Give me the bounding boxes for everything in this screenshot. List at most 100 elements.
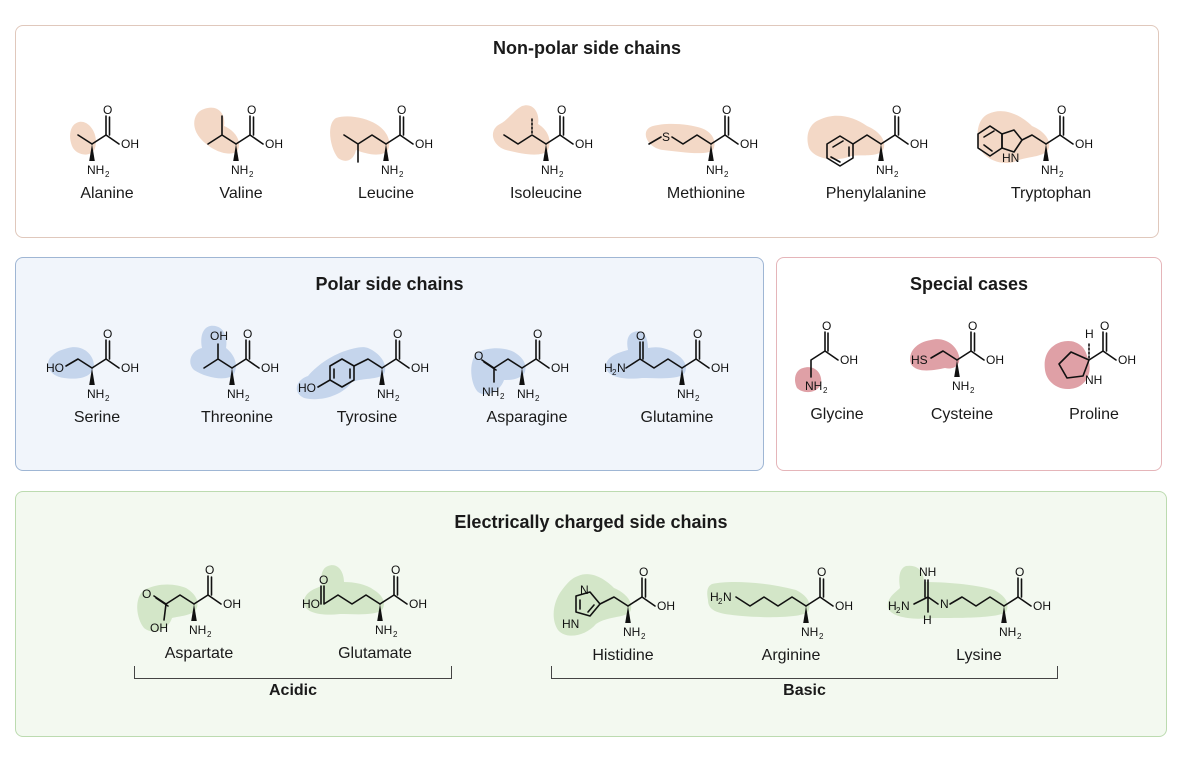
amino-acid-name: Proline	[1069, 406, 1119, 423]
svg-text:O: O	[391, 563, 400, 577]
proline-structure: H NH O OH	[1044, 319, 1136, 390]
svg-text:O: O	[205, 563, 214, 577]
svg-text:2: 2	[970, 386, 975, 395]
svg-text:NH: NH	[876, 163, 893, 177]
amino-acid-name: Arginine	[761, 647, 821, 664]
svg-text:2: 2	[896, 606, 901, 615]
svg-text:OH: OH	[415, 137, 433, 151]
svg-text:O: O	[103, 103, 112, 117]
svg-text:2: 2	[105, 170, 110, 179]
svg-text:O: O	[1015, 565, 1024, 579]
svg-text:O: O	[693, 327, 702, 341]
svg-text:NH: NH	[1085, 373, 1102, 387]
panel-title: Non-polar side chains	[492, 38, 682, 58]
svg-text:N: N	[723, 590, 732, 604]
svg-text:2: 2	[894, 170, 899, 179]
svg-text:OH: OH	[740, 137, 758, 151]
svg-text:HS: HS	[911, 353, 928, 367]
svg-text:O: O	[557, 103, 566, 117]
svg-text:2: 2	[245, 394, 250, 403]
svg-text:O: O	[247, 103, 256, 117]
svg-text:2: 2	[1017, 632, 1022, 641]
svg-text:NH: NH	[231, 163, 248, 177]
svg-text:NH: NH	[377, 387, 394, 401]
group-label: Basic	[783, 682, 826, 699]
side-chain-highlight	[807, 115, 885, 160]
svg-text:NH: NH	[952, 379, 969, 393]
svg-text:N: N	[580, 583, 589, 597]
svg-text:2: 2	[399, 170, 404, 179]
svg-text:2: 2	[823, 386, 828, 395]
svg-text:OH: OH	[657, 599, 675, 613]
svg-text:2: 2	[395, 394, 400, 403]
svg-text:NH: NH	[706, 163, 723, 177]
svg-text:OH: OH	[121, 361, 139, 375]
svg-text:O: O	[103, 327, 112, 341]
svg-text:O: O	[397, 103, 406, 117]
svg-text:2: 2	[641, 632, 646, 641]
side-chain-highlight	[606, 331, 686, 379]
svg-text:O: O	[722, 103, 731, 117]
svg-text:2: 2	[724, 170, 729, 179]
svg-text:OH: OH	[1075, 137, 1093, 151]
side-chain-highlight	[707, 582, 810, 618]
svg-text:H: H	[888, 599, 897, 613]
svg-text:N: N	[617, 361, 626, 375]
svg-text:O: O	[968, 319, 977, 333]
svg-text:2: 2	[718, 597, 723, 606]
svg-text:O: O	[636, 329, 645, 343]
svg-text:NH: NH	[87, 387, 104, 401]
svg-text:NH: NH	[541, 163, 558, 177]
svg-text:O: O	[142, 587, 151, 601]
side-chain-highlight	[645, 123, 715, 154]
svg-text:2: 2	[535, 394, 540, 403]
svg-text:H: H	[710, 590, 719, 604]
svg-text:S: S	[662, 130, 670, 144]
svg-text:O: O	[817, 565, 826, 579]
side-chain-highlight	[330, 116, 390, 161]
svg-text:HO: HO	[298, 381, 316, 395]
svg-text:O: O	[243, 327, 252, 341]
svg-text:O: O	[1057, 103, 1066, 117]
svg-text:O: O	[639, 565, 648, 579]
svg-text:O: O	[474, 349, 483, 363]
svg-text:2: 2	[105, 394, 110, 403]
svg-text:OH: OH	[840, 353, 858, 367]
group-label: Acidic	[268, 682, 317, 699]
svg-text:2: 2	[249, 170, 254, 179]
amino-acid-name: Valine	[219, 185, 263, 202]
side-chain-highlight	[977, 111, 1050, 164]
svg-text:OH: OH	[575, 137, 593, 151]
svg-text:OH: OH	[409, 597, 427, 611]
amino-acid-name: Glycine	[810, 406, 864, 423]
svg-text:OH: OH	[835, 599, 853, 613]
svg-text:NH: NH	[999, 625, 1016, 639]
amino-acid-name: Glutamate	[338, 645, 412, 662]
side-chain-highlight	[492, 105, 550, 155]
group-bracket	[551, 666, 1058, 679]
amino-acid-name: Phenylalanine	[825, 185, 927, 202]
side-chain-highlight	[471, 348, 526, 395]
svg-text:NH: NH	[381, 163, 398, 177]
svg-text:H: H	[1085, 327, 1094, 341]
